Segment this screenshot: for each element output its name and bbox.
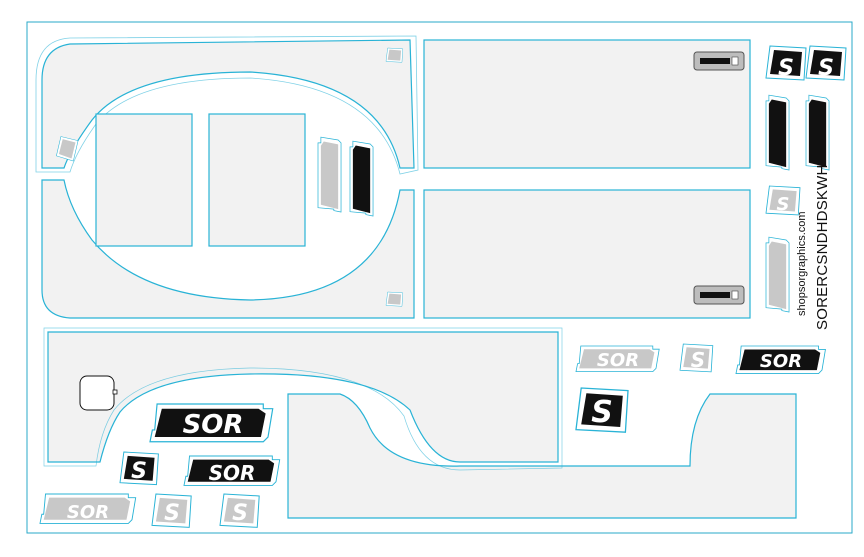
s-logo-tiny-top xyxy=(385,47,404,63)
window-right xyxy=(208,113,306,247)
s-text: S xyxy=(818,56,834,81)
sor-logo-vertical-black xyxy=(349,140,374,217)
website-label: shopsorgraphics.com xyxy=(796,211,808,316)
s-text: S xyxy=(691,348,705,372)
sor-logo-right-vertical-2 xyxy=(805,94,830,171)
sor-logo-vertical-gray xyxy=(317,136,342,213)
fuel-door-icon xyxy=(79,375,118,411)
door-handle-icon xyxy=(693,51,745,71)
door-handle-icon xyxy=(693,285,745,305)
s-text: S xyxy=(777,194,790,215)
window-left xyxy=(95,113,193,247)
s-logo-tiny-bottom xyxy=(385,291,404,307)
sor-text: SOR xyxy=(760,351,802,372)
roof-cut-outline xyxy=(35,35,419,175)
s-text: S xyxy=(591,395,613,430)
s-text: S xyxy=(778,56,794,81)
sor-logo-right-vertical-gray xyxy=(765,236,790,313)
roof-panel-lower xyxy=(41,179,415,319)
lower-cut-outline xyxy=(43,327,563,471)
roof-panel-upper xyxy=(41,39,415,169)
s-text: S xyxy=(164,501,180,526)
lower-side-panel xyxy=(47,331,559,463)
side-panel-upper xyxy=(423,39,751,169)
sor-logo-right-vertical-1 xyxy=(765,94,790,171)
s-text: S xyxy=(131,459,147,484)
lower-right-panel xyxy=(287,393,797,519)
sor-text: SOR xyxy=(597,350,639,371)
sor-text: SOR xyxy=(67,502,109,523)
sor-text: SOR xyxy=(209,461,256,485)
sor-text: SOR xyxy=(183,410,244,440)
s-text: S xyxy=(232,501,248,526)
sku-label: SORERCSNDHDSKWH xyxy=(814,164,831,330)
